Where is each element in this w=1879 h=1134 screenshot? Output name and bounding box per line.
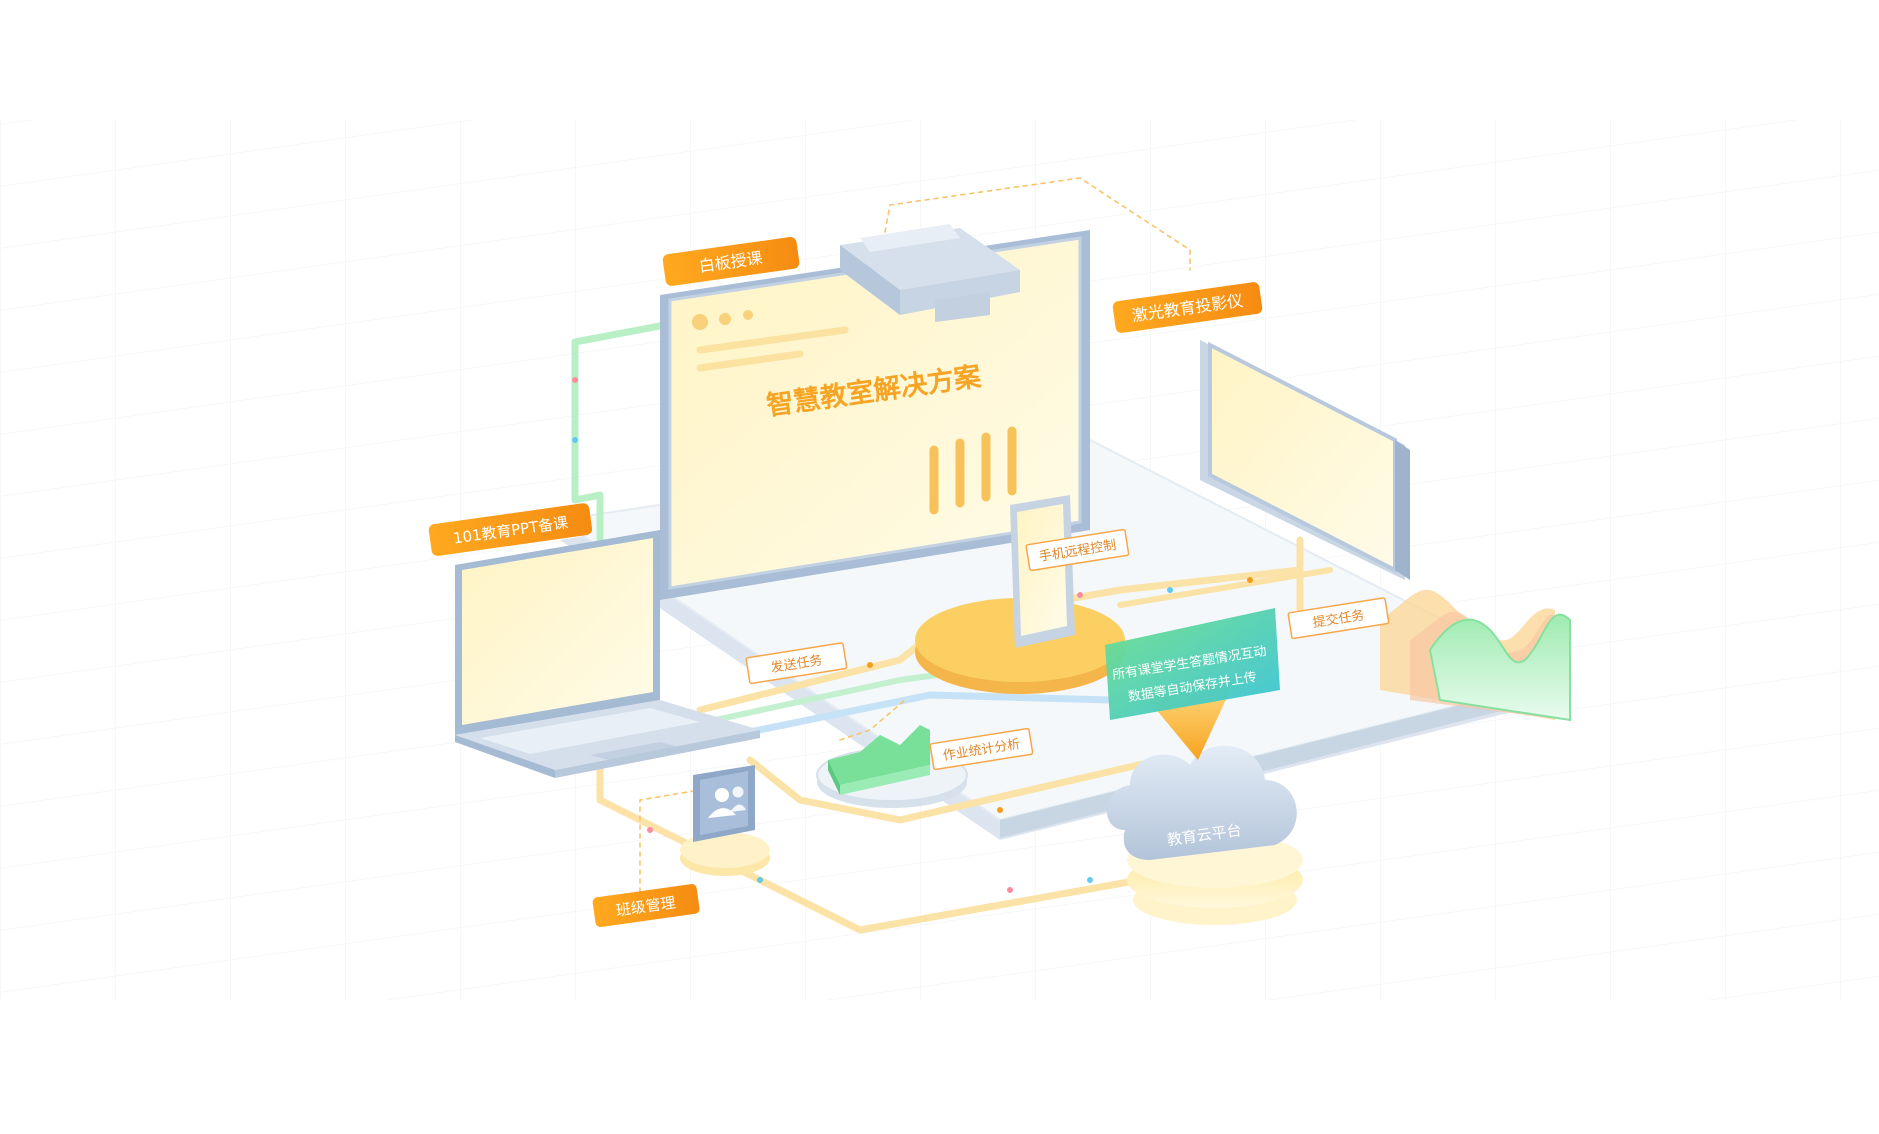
window-dot	[692, 314, 708, 330]
window-dot	[719, 313, 731, 325]
flow-line-submit	[1117, 567, 1333, 608]
label-whiteboard: 白板授课	[662, 236, 800, 286]
cloud-icon: 教育云平台	[1106, 745, 1297, 860]
users-pedestal	[680, 832, 770, 876]
label-submit-task: 提交任务	[1287, 597, 1390, 640]
area-chart-icon	[828, 725, 930, 795]
label-send-task: 发送任务	[745, 642, 848, 685]
projector-icon	[840, 224, 1020, 322]
whiteboard-bar-decoration	[929, 426, 1017, 515]
projection-screen	[1200, 340, 1410, 580]
flow-line-cloud	[746, 756, 1164, 824]
data-upload-banner: 所有课堂学生答题情况互动 数据等自动保存并上传	[1105, 608, 1280, 720]
whiteboard: 智慧教室解决方案	[660, 230, 1090, 600]
label-ppt: 101教育PPT备课	[428, 503, 593, 556]
users-icon	[693, 765, 755, 842]
phone-icon	[1010, 495, 1075, 648]
laptop-icon	[455, 530, 760, 778]
dashed-connector-class	[639, 789, 701, 911]
dashed-connector-projector	[884, 177, 1191, 271]
label-remote-control: 手机远程控制	[1025, 528, 1130, 572]
dashed-connector-chart	[839, 699, 906, 741]
flow-line-whiteboard	[571, 321, 669, 544]
decorative-area-chart	[1380, 589, 1571, 722]
flow-line-blue	[731, 691, 1114, 739]
window-dot	[743, 310, 753, 320]
label-class-management: 班级管理	[592, 884, 700, 928]
